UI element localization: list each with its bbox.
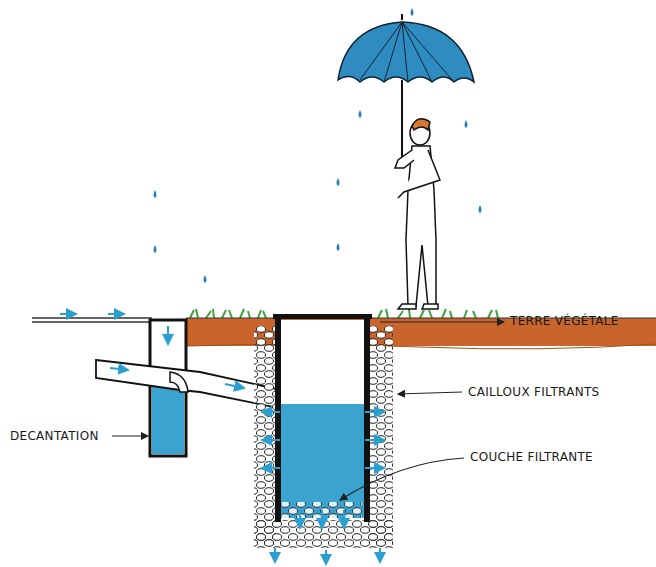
soil-label: TERRE VÉGÉTALE bbox=[510, 314, 619, 328]
filter-layer-label: COUCHE FILTRANTE bbox=[470, 450, 593, 464]
settling-tank-label: DECANTATION bbox=[10, 429, 99, 443]
stones-label: CAILLOUX FILTRANTS bbox=[468, 385, 600, 399]
